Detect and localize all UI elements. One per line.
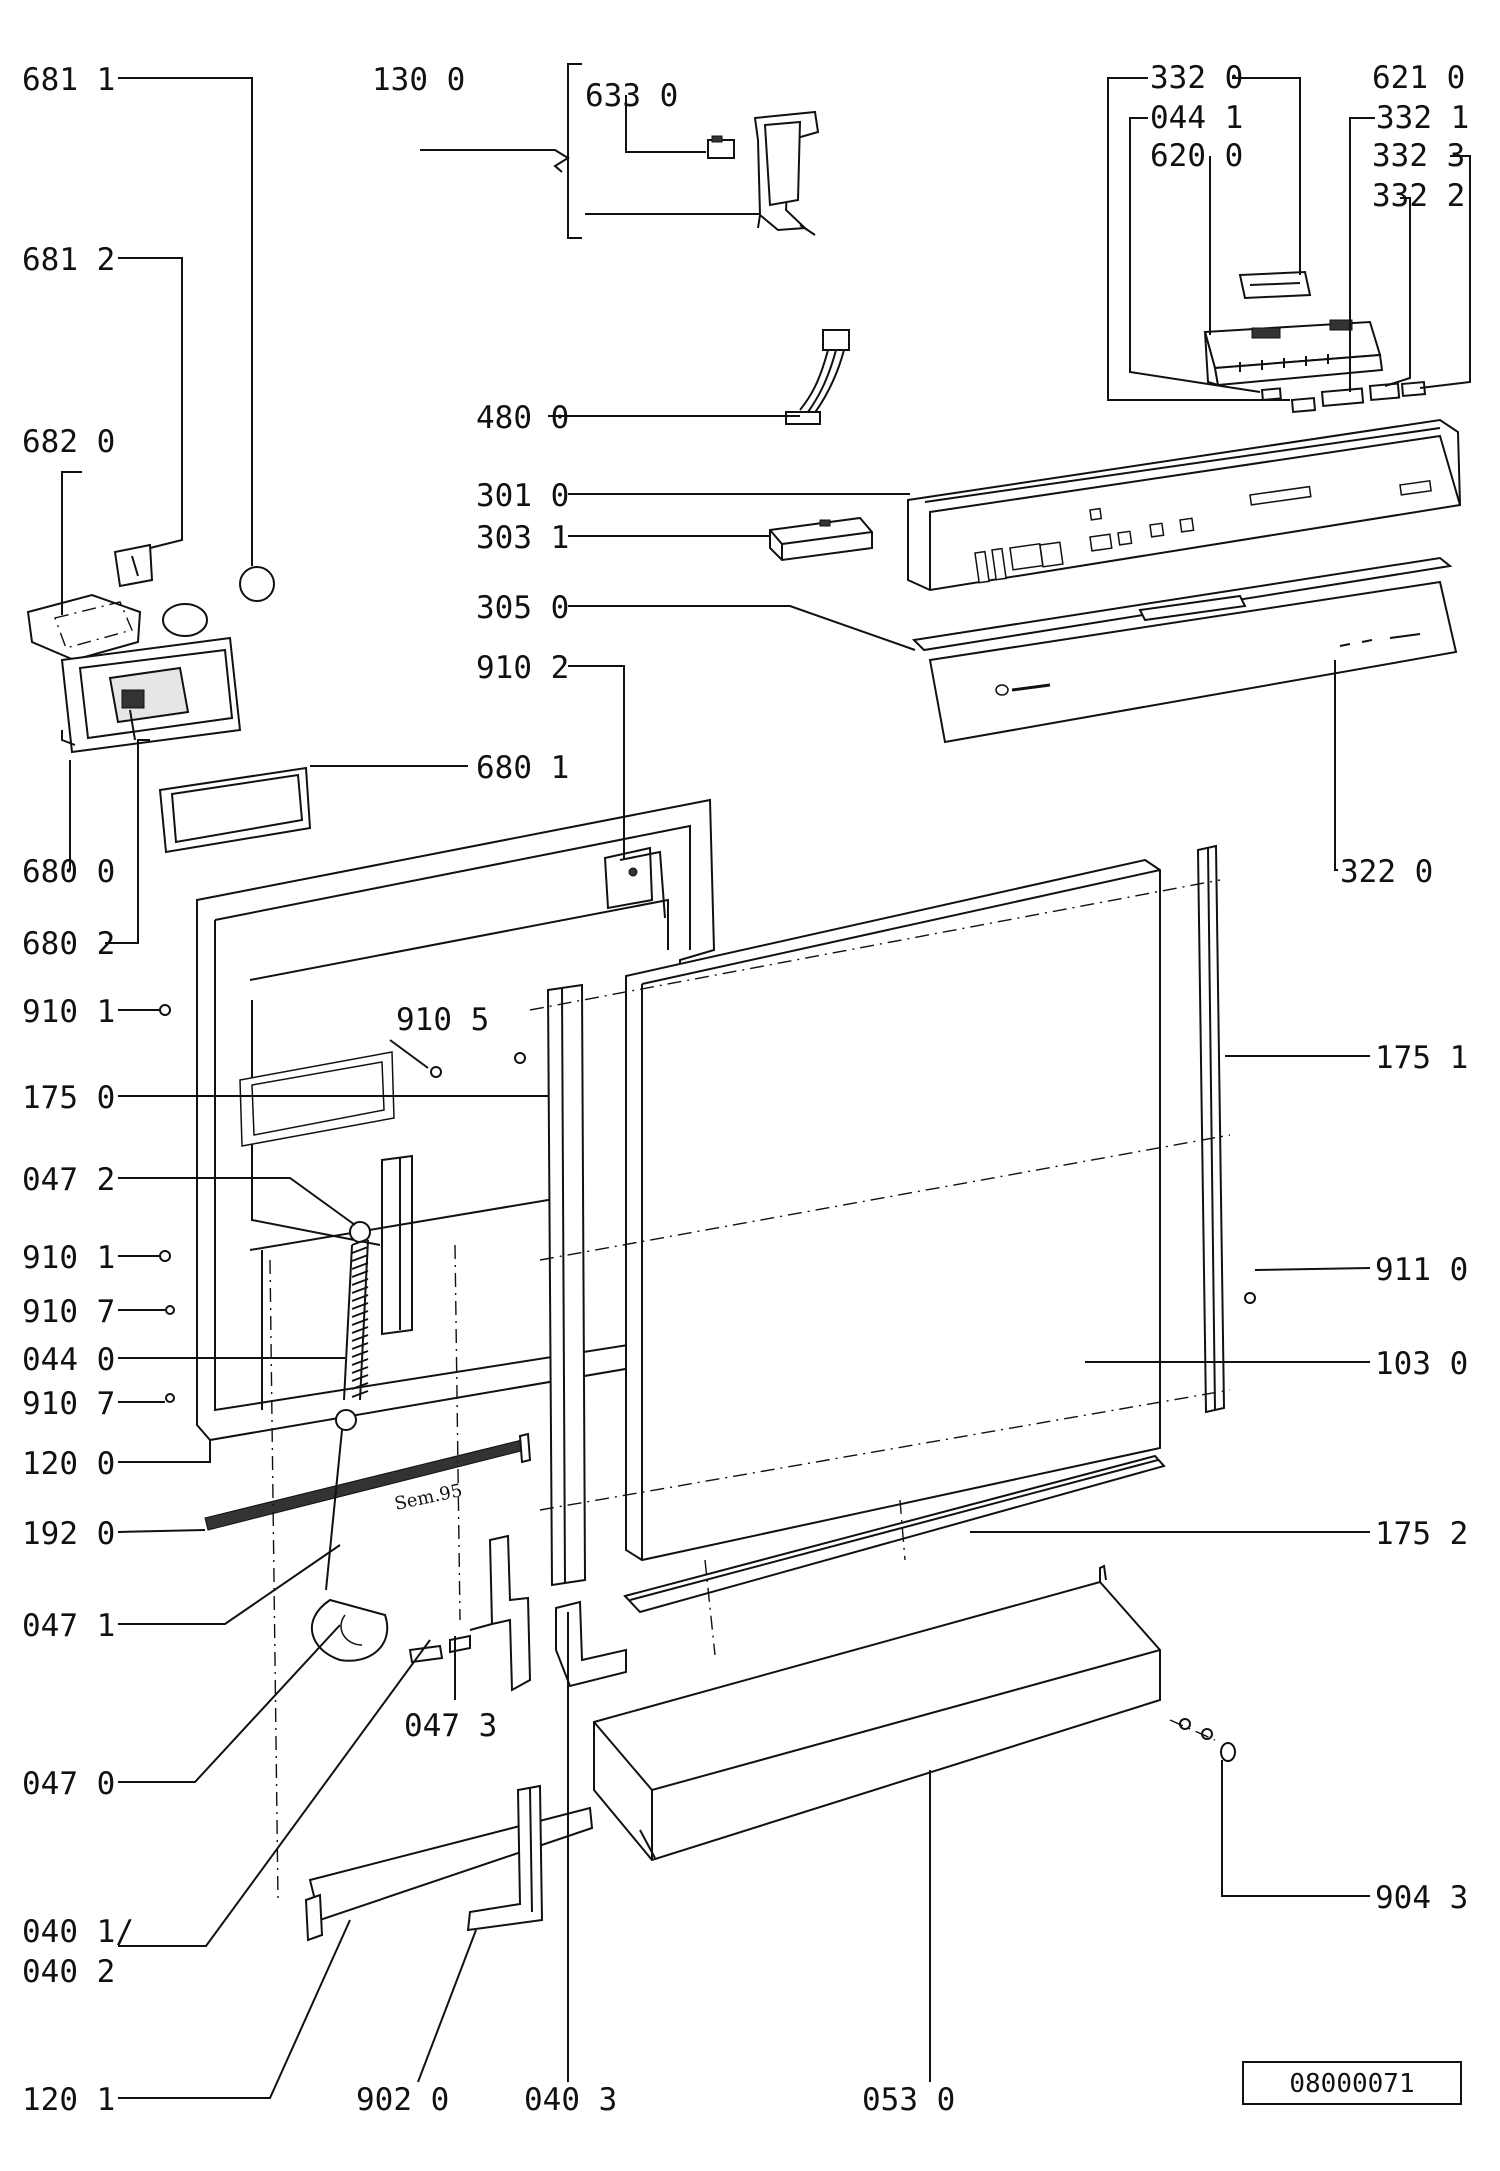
callout-480-0: 480 0 — [476, 400, 569, 436]
leader-lines — [61, 63, 1471, 2099]
callout-910-7b: 910 7 — [22, 1386, 115, 1422]
callout-633-0: 633 0 — [585, 78, 678, 114]
front-panel-322 — [928, 580, 1458, 744]
callout-040-3: 040 3 — [524, 2082, 617, 2118]
callout-332-3: 332 3 — [1372, 138, 1465, 174]
callout-047-1: 047 1 — [22, 1608, 115, 1644]
callout-120-1: 120 1 — [22, 2082, 115, 2118]
outer-door-103 — [625, 858, 1161, 1562]
callout-910-2: 910 2 — [476, 650, 569, 686]
stamp-text: Sem.95 — [393, 1480, 465, 1515]
callout-175-0: 175 0 — [22, 1080, 115, 1116]
inner-door-120 — [196, 798, 716, 1442]
side-strip-175-1 — [1196, 844, 1226, 1414]
callout-904-3: 904 3 — [1375, 1880, 1468, 1916]
gasket-680-1 — [158, 766, 312, 854]
seal-strip-192 — [204, 1432, 532, 1531]
callout-040-2: 040 2 — [22, 1954, 115, 1990]
bottom-strip-175-2 — [623, 1454, 1166, 1614]
hinge-switch-assembly — [707, 110, 820, 236]
callout-labels: 681 1 130 0 633 0 332 0 621 0 044 1 332 … — [22, 60, 1469, 2118]
kick-plate-053 — [593, 1564, 1161, 1862]
keys-332 — [1260, 380, 1427, 414]
relay-621 — [1238, 270, 1312, 300]
reference-number: 08000071 — [1289, 2069, 1414, 2099]
callout-044-1: 044 1 — [1150, 100, 1243, 136]
callout-044-0: 044 0 — [22, 1342, 115, 1378]
callout-053-0: 053 0 — [862, 2082, 955, 2118]
bracket-681-2 — [113, 543, 154, 588]
cable-harness-480 — [785, 329, 850, 425]
side-bracket-047-3 — [469, 1534, 532, 1692]
callout-681-1: 681 1 — [22, 62, 115, 98]
callout-175-2: 175 2 — [1375, 1516, 1468, 1552]
button-block-303 — [769, 516, 873, 562]
door-lock-680 — [60, 603, 242, 754]
fascia-305 — [911, 556, 1453, 652]
callout-902-0: 902 0 — [356, 2082, 449, 2118]
callout-301-0: 301 0 — [476, 478, 569, 514]
dispenser-682 — [26, 593, 142, 662]
callout-192-0: 192 0 — [22, 1516, 115, 1552]
corner-bracket-902 — [466, 1784, 544, 1932]
callout-120-0: 120 0 — [22, 1446, 115, 1482]
callout-910-1a: 910 1 — [22, 994, 115, 1030]
callout-680-0: 680 0 — [22, 854, 115, 890]
reference-box: 08000071 — [1242, 2061, 1462, 2105]
callout-303-1: 303 1 — [476, 520, 569, 556]
callout-047-0: 047 0 — [22, 1766, 115, 1802]
callout-305-0: 305 0 — [476, 590, 569, 626]
control-module-620 — [1203, 319, 1384, 387]
callout-047-3: 047 3 — [404, 1708, 497, 1744]
side-strip-175-0 — [546, 983, 587, 1587]
bracket-040-3 — [555, 1600, 627, 1688]
callout-175-1: 175 1 — [1375, 1040, 1468, 1076]
callout-332-0: 332 0 — [1150, 60, 1243, 96]
callout-910-7a: 910 7 — [22, 1294, 115, 1330]
callout-682-0: 682 0 — [22, 424, 115, 460]
callout-620-0: 620 0 — [1150, 138, 1243, 174]
callout-681-2: 681 2 — [22, 242, 115, 278]
callout-680-1: 680 1 — [476, 750, 569, 786]
callout-103-0: 103 0 — [1375, 1346, 1468, 1382]
callout-621-0: 621 0 — [1372, 60, 1465, 96]
spring-044 — [325, 1221, 371, 1591]
ball-681-1 — [239, 566, 275, 602]
callout-040-1: 040 1/ — [22, 1914, 134, 1950]
callout-332-2: 332 2 — [1372, 178, 1465, 214]
callout-322-0: 322 0 — [1340, 854, 1433, 890]
assembly-axes — [269, 879, 1231, 1901]
callout-910-5: 910 5 — [396, 1002, 489, 1038]
callout-047-2: 047 2 — [22, 1162, 115, 1198]
callout-911-0: 911 0 — [1375, 1252, 1468, 1288]
callout-910-1b: 910 1 — [22, 1240, 115, 1276]
callout-680-2: 680 2 — [22, 926, 115, 962]
control-panel-301 — [907, 418, 1462, 592]
callout-332-1: 332 1 — [1376, 100, 1469, 136]
callout-130-0: 130 0 — [372, 62, 465, 98]
